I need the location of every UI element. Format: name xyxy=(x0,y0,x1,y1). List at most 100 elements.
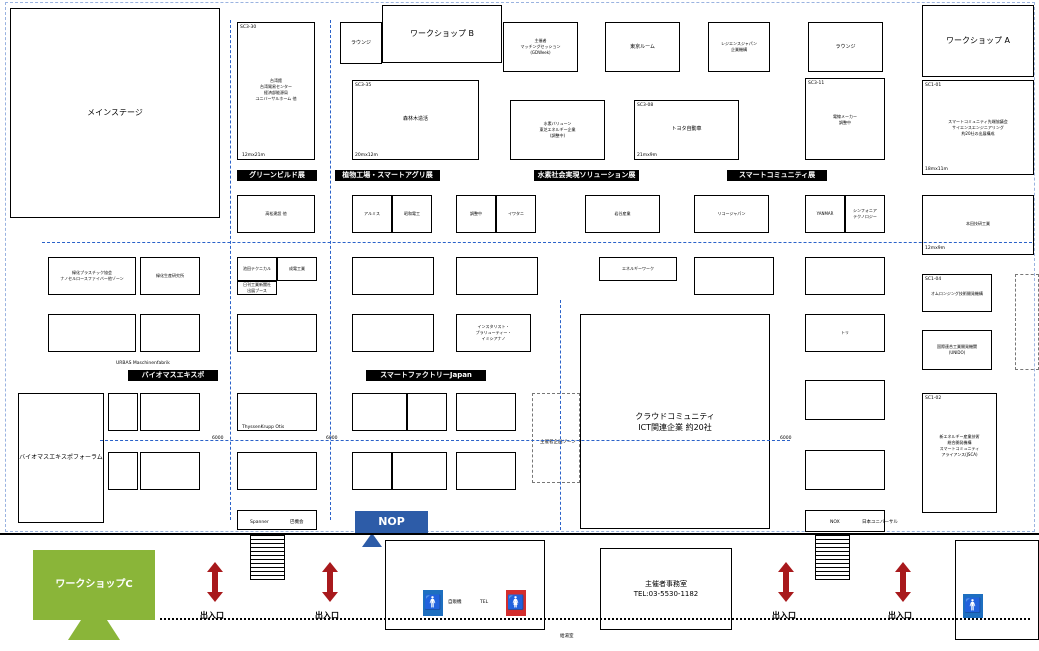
booth-senshoku[interactable]: 成電工業 xyxy=(277,257,317,281)
booth-id: SC3-11 xyxy=(808,81,825,86)
booth-resilience[interactable]: レジエンスジャパン 企業機構 xyxy=(708,22,770,72)
booth-sinfonia[interactable]: シンフォニア テクノロジー xyxy=(845,195,885,233)
booth-id: SC1-04 xyxy=(925,277,942,282)
booth-chosei[interactable]: 調整中 xyxy=(456,195,496,233)
toilet-female-icon: 🚺 xyxy=(506,590,526,616)
booth-name: スマートコミュニティ先端協議会 サイエンスエンジニアリング 約20社の出展構成 xyxy=(948,119,1008,136)
booth-ricoh[interactable]: リコージャパン xyxy=(694,195,769,233)
booth-grid-smart[interactable] xyxy=(805,257,885,295)
booth-sc3-08[interactable]: SC3-08 トヨタ自動車 21mx9m xyxy=(634,100,739,160)
booth-name: 電線メーカー 調整中 xyxy=(833,114,857,125)
booth-bio-b[interactable] xyxy=(140,393,200,431)
nop-pointer xyxy=(362,533,382,547)
booth-showa[interactable]: 昭和電工 xyxy=(392,195,432,233)
zone-smart-community: スマートコミュニティ展 xyxy=(727,170,827,181)
biomass-forum[interactable]: バイオマスエキスポフォーラム xyxy=(18,393,104,523)
booth-sf-5[interactable] xyxy=(392,452,447,490)
booth-size: 21mx9m xyxy=(637,153,658,158)
booth-iwatani2[interactable]: 岩谷産業 xyxy=(585,195,660,233)
booth-green-a[interactable]: 高松建設 他 xyxy=(237,195,315,233)
booth-id: SC1-01 xyxy=(925,83,942,88)
booth-bio-c[interactable] xyxy=(108,452,138,490)
booth-kanko-name: 巴機会 xyxy=(290,520,304,525)
lounge-right[interactable]: ラウンジ xyxy=(808,22,883,72)
booth-grid-hydro[interactable] xyxy=(694,257,774,295)
bottom-wall xyxy=(0,533,1039,535)
zone-biomass: バイオマスエキスポ xyxy=(128,370,218,381)
booth-sc3-11[interactable]: SC3-11 電線メーカー 調整中 xyxy=(805,78,885,160)
booth-sf-4[interactable] xyxy=(352,452,392,490)
booth-id: SC1-02 xyxy=(925,396,942,401)
exit-label-1[interactable]: 出入口 xyxy=(200,611,224,620)
booth-spanner[interactable] xyxy=(237,510,317,530)
exit-label-2[interactable]: 出入口 xyxy=(315,611,339,620)
booth-sf-2[interactable] xyxy=(407,393,447,431)
booth-grid-agri2[interactable] xyxy=(456,257,538,295)
zone-smart-agri: 植物工場・スマートアグリ展 xyxy=(335,170,440,181)
booth-right-c[interactable] xyxy=(805,510,885,532)
aisle-line xyxy=(42,242,1032,243)
distance-mid: 6000 xyxy=(326,436,338,441)
booth-size: 20mx12m xyxy=(355,153,378,158)
workshop-b[interactable]: ワークショップ B xyxy=(382,5,502,63)
workshop-a[interactable]: ワークショップ A xyxy=(922,5,1034,77)
exit-label-3[interactable]: 出入口 xyxy=(772,611,796,620)
aisle-line-4 xyxy=(330,20,331,520)
booth-sc1-04[interactable]: SC1-04 オムロンジング技術開発機構 xyxy=(922,274,992,312)
booth-energie[interactable]: エネルギーワーク xyxy=(599,257,677,281)
booth-matching[interactable]: 主催者 マッチングセッション (GDWeek) xyxy=(503,22,578,72)
service-area-center xyxy=(385,540,545,630)
booth-green-c[interactable] xyxy=(237,452,317,490)
booth-plastic[interactable]: 緑化プラスチック協会 ナノセルロースファイバー他ゾーン xyxy=(48,257,136,295)
exit-label-4[interactable]: 出入口 xyxy=(888,611,912,620)
main-stage[interactable]: メインステージ xyxy=(10,8,220,218)
booth-sf-1[interactable] xyxy=(352,393,407,431)
nop-marker[interactable]: NOP xyxy=(355,511,428,533)
cloud-community[interactable]: クラウドコミュニティ ICT関連企業 約20社 xyxy=(580,314,770,529)
booth-name: 本田技研工業 xyxy=(966,221,990,226)
booth-sc3-35[interactable]: SC3-35 森林木造活 20mx12m xyxy=(352,80,479,160)
booth-sc3-30[interactable]: SC3-30 台湾館 台湾貿易センター 経済部能源局 ユニバーサルホーム 他 1… xyxy=(237,22,315,160)
booth-thyssen: ThyssenKrupp Otis xyxy=(242,425,285,430)
booth-nikkan[interactable]: 日刊工業新聞社 出展ブース xyxy=(237,281,277,295)
organizer-zone xyxy=(532,393,580,483)
booth-sc1-02[interactable]: SC1-02 新エネルギー産業技術 総合開発機構 スマートコミュニティ アライア… xyxy=(922,393,997,513)
distance-right: 6000 xyxy=(780,436,792,441)
booth-bio-a[interactable] xyxy=(108,393,138,431)
booth-name: 森林木造活 xyxy=(402,116,428,122)
service-area-right xyxy=(955,540,1039,640)
booth-grid-agri[interactable] xyxy=(352,257,434,295)
booth-grid-bio[interactable] xyxy=(48,314,136,352)
booth-grid-green[interactable] xyxy=(237,314,317,352)
lounge-right-dash xyxy=(1015,274,1039,370)
booth-id: SC3-35 xyxy=(355,83,372,88)
booth-bio-research[interactable]: 緑化生産研究所 xyxy=(140,257,200,295)
booth-sc1-01[interactable]: SC1-01 スマートコミュニティ先端協議会 サイエンスエンジニアリング 約20… xyxy=(922,80,1034,175)
organizer-office[interactable]: 主催者事務室 TEL:03-5530-1182 xyxy=(600,548,732,630)
exit-arrow-1 xyxy=(207,562,223,602)
toilet-right-icon: 🚹 xyxy=(963,594,983,618)
lounge-left[interactable]: ラウンジ xyxy=(340,22,382,64)
booth-inst[interactable]: インスタリスト・ プラリューティー・ イミシアナノ xyxy=(456,314,531,352)
booth-unido[interactable]: 国際連合工業開発機関 (UNIDO) xyxy=(922,330,992,370)
booth-bio-d[interactable] xyxy=(140,452,200,490)
booth-ikeda[interactable]: 池田テクニカル xyxy=(237,257,277,281)
booth-honda[interactable]: 本田技研工業 12mx9m xyxy=(922,195,1034,255)
booth-yanmar[interactable]: YANMAR xyxy=(805,195,845,233)
booth-iwatani[interactable]: イワタニ xyxy=(496,195,536,233)
pillar-row xyxy=(160,618,1030,620)
booth-sf-6[interactable] xyxy=(456,452,516,490)
booth-name: 台湾館 台湾貿易センター 経済部能源局 ユニバーサルホーム 他 xyxy=(255,78,297,101)
booth-right-b[interactable] xyxy=(805,450,885,490)
booth-hydrogen[interactable]: 水素バリューン 東芝エネルギー企業 (調整中) xyxy=(510,100,605,160)
booth-grid-bio2[interactable] xyxy=(140,314,200,352)
booth-grid-agri3[interactable] xyxy=(352,314,434,352)
vending-label: 自販機 xyxy=(448,600,462,605)
booth-right-a[interactable] xyxy=(805,380,885,420)
tel-label: TEL xyxy=(480,600,489,605)
booth-toyo-room[interactable]: 東京ルーム xyxy=(605,22,680,72)
booth-green-b[interactable] xyxy=(237,393,317,431)
booth-alumi[interactable]: アルミス xyxy=(352,195,392,233)
booth-ibaraki[interactable]: トリ xyxy=(805,314,885,352)
booth-sf-3[interactable] xyxy=(456,393,516,431)
